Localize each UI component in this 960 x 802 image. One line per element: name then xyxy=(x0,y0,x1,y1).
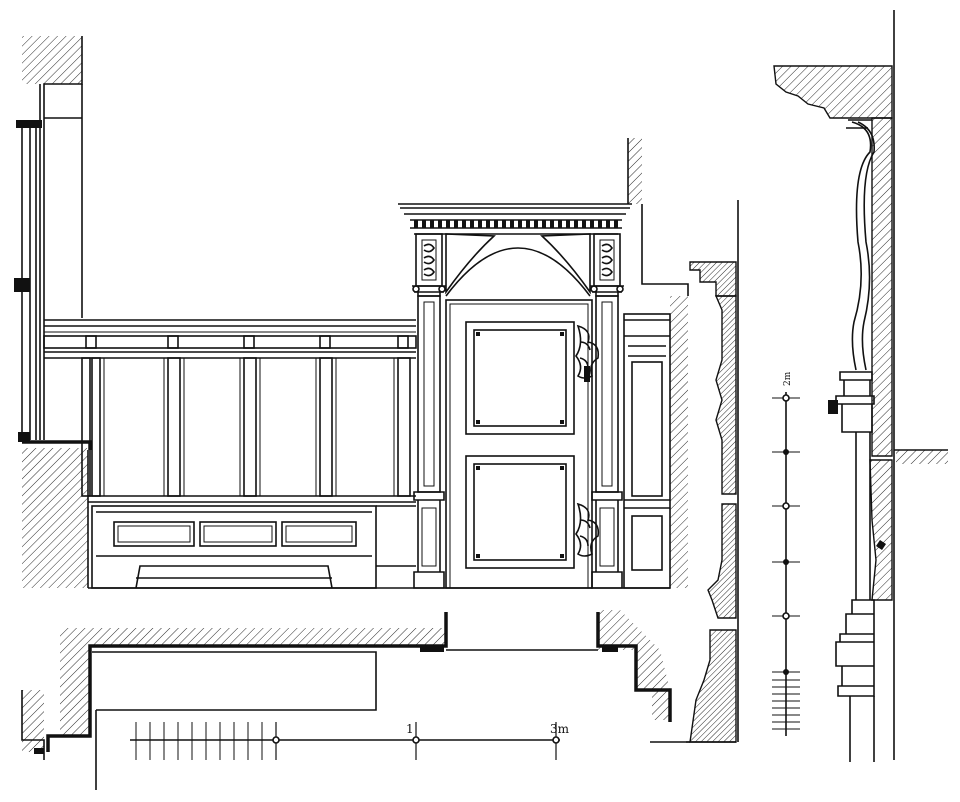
wainscot-pilasters xyxy=(81,357,411,497)
scale-label-3m: 3m xyxy=(550,722,570,736)
plan-bench xyxy=(92,651,377,711)
section-cove-curve xyxy=(851,121,872,371)
dentil xyxy=(526,220,530,228)
panel-corner-blocks xyxy=(476,332,564,558)
dentil xyxy=(414,220,418,228)
left-wall-section xyxy=(14,36,92,588)
dentils xyxy=(414,220,618,228)
dentil xyxy=(542,220,546,228)
section-wall-upper xyxy=(871,117,893,457)
section-base xyxy=(689,629,737,743)
dentil xyxy=(470,220,474,228)
dentil xyxy=(430,220,434,228)
carved-ornament-right xyxy=(601,243,613,277)
carved-ornament-left xyxy=(423,243,435,277)
dentil xyxy=(422,220,426,228)
section-panel-lower xyxy=(707,503,737,619)
plan-door-threshold xyxy=(420,646,444,652)
plan-wall-right xyxy=(596,612,672,722)
scale-dot-3 xyxy=(552,736,560,744)
bench-foot xyxy=(135,565,333,589)
dentil xyxy=(574,220,578,228)
left-pedestal xyxy=(413,491,445,589)
section-wall-lower xyxy=(869,459,893,601)
dentil xyxy=(534,220,538,228)
dentil xyxy=(478,220,482,228)
wall-section-right xyxy=(773,10,948,762)
dentil xyxy=(502,220,506,228)
floor-plan xyxy=(21,610,690,790)
scale-dot-1 xyxy=(412,736,420,744)
dentil xyxy=(438,220,442,228)
left-pilaster-shaft xyxy=(417,295,441,493)
left-upper-pilaster xyxy=(415,233,443,287)
window-sash-top xyxy=(16,120,42,128)
section-top-cornice xyxy=(773,65,893,119)
section-base-mouldings xyxy=(835,599,875,697)
dentil xyxy=(550,220,554,228)
ornamental-hinge-lower xyxy=(575,502,600,557)
dentil xyxy=(462,220,466,228)
plan-wall-hatch-left xyxy=(60,628,446,736)
door-panel-lower xyxy=(465,455,575,569)
vertical-scale-label: 2m xyxy=(783,371,793,386)
scale-dot-0 xyxy=(272,736,280,744)
vertical-scale-bar: 2m xyxy=(772,371,800,736)
dentil xyxy=(446,220,450,228)
section-cornice xyxy=(689,261,737,297)
wall-hatch-lower xyxy=(22,448,88,588)
window-jamb xyxy=(43,36,83,440)
right-wall-hatch xyxy=(670,296,688,588)
dentil xyxy=(558,220,562,228)
ornamental-hinge-upper xyxy=(575,324,600,379)
dentil xyxy=(606,220,610,228)
dentil xyxy=(614,220,618,228)
dentil xyxy=(454,220,458,228)
scale-label-1: 1 xyxy=(406,722,414,736)
dentil xyxy=(486,220,490,228)
right-wainscot xyxy=(623,138,689,589)
plan-wall-left xyxy=(46,612,448,752)
frieze-blocks xyxy=(85,335,409,349)
panelled-door xyxy=(445,299,600,589)
right-pedestal xyxy=(591,491,623,589)
door-arch xyxy=(445,247,591,297)
dentil xyxy=(582,220,586,228)
dentil xyxy=(494,220,498,228)
right-spandrel xyxy=(540,233,591,295)
dentil xyxy=(510,220,514,228)
horizontal-scale-bar: 1 3m xyxy=(130,722,570,760)
right-upper-pilaster xyxy=(593,233,621,287)
scale-ticks xyxy=(135,722,557,760)
wainscot-section-profile xyxy=(686,200,739,743)
door-surround xyxy=(398,203,632,589)
dentil xyxy=(590,220,594,228)
dentil xyxy=(598,220,602,228)
wainscot-elevation xyxy=(43,319,670,589)
window-hinge xyxy=(14,278,30,292)
section-panel-upper xyxy=(714,295,737,495)
door-lock xyxy=(584,366,590,382)
plan-wall-hatch-right xyxy=(598,610,670,720)
bench-panels xyxy=(113,521,357,547)
dentil xyxy=(566,220,570,228)
left-spandrel xyxy=(445,233,496,295)
bench-chest xyxy=(91,505,377,589)
door-panel-upper xyxy=(465,321,575,435)
right-pilaster-shaft xyxy=(595,295,619,493)
wall-hatch-top xyxy=(22,36,82,84)
section-capital xyxy=(835,371,875,433)
dentil xyxy=(518,220,522,228)
